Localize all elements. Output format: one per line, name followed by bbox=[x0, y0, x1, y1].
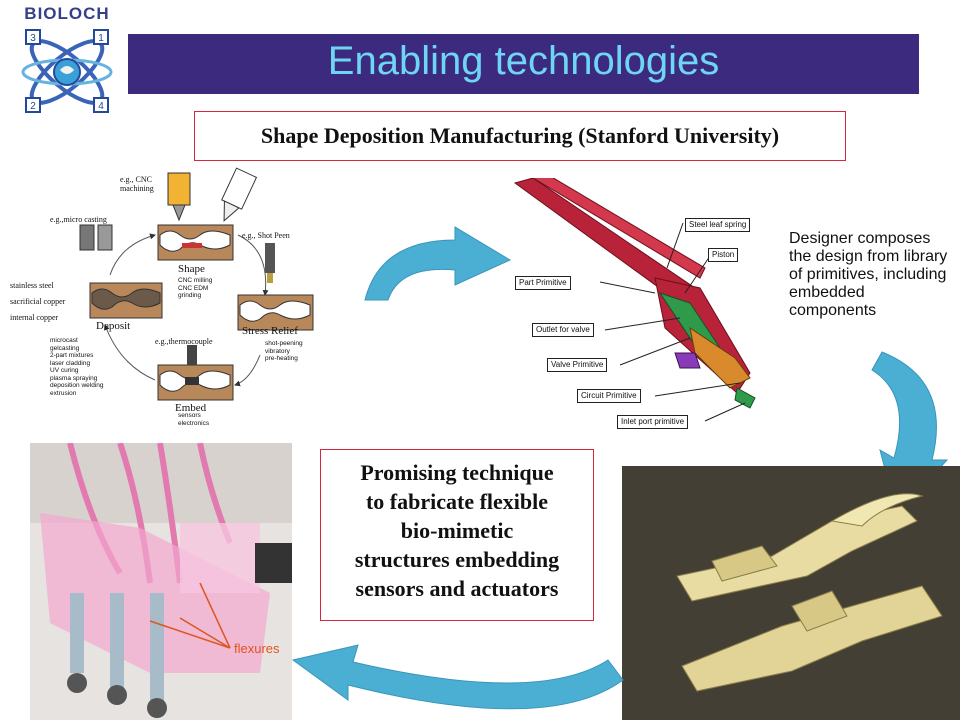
list-item: laser cladding bbox=[50, 359, 91, 367]
deposit-list: microcast gelcasting 2-part mixtures las… bbox=[50, 337, 103, 397]
promise-line: to fabricate flexible bbox=[365, 489, 549, 514]
logo-number-3: 3 bbox=[30, 33, 36, 44]
logo-number-1: 1 bbox=[98, 33, 104, 44]
label-piston: Piston bbox=[708, 248, 739, 262]
page-title: Enabling technologies bbox=[327, 39, 720, 83]
promise-line: sensors and actuators bbox=[355, 576, 559, 601]
callout-shotpeen: e.g., Shot Peen bbox=[242, 231, 290, 240]
material-label: internal copper bbox=[10, 313, 59, 322]
process-diagram-graphic bbox=[79, 167, 314, 401]
subtitle-box: Shape Deposition Manufacturing (Stanford… bbox=[194, 111, 846, 161]
list-item: shot-peening bbox=[265, 340, 303, 347]
claw-photo-graphic bbox=[622, 466, 960, 720]
list-item: grinding bbox=[178, 292, 202, 299]
stage-shape: Shape bbox=[178, 263, 205, 275]
flexures-label: flexures bbox=[234, 641, 280, 656]
list-item: UV curing bbox=[50, 367, 79, 374]
embed-list: sensors electronics bbox=[178, 412, 209, 427]
part-primitive-diagram: Steel leaf spring Piston Part Primitive … bbox=[505, 178, 785, 433]
list-item: CNC EDM bbox=[178, 284, 209, 292]
logo-number-2: 2 bbox=[30, 101, 36, 112]
label-outlet-for-valve: Outlet for valve bbox=[532, 323, 594, 337]
logo-number-4: 4 bbox=[98, 101, 104, 112]
list-item: sensors bbox=[178, 412, 201, 419]
stress-list: shot-peening vibratory pre-heating bbox=[265, 340, 303, 363]
callout-microcasting: e.g.,micro casting bbox=[50, 215, 107, 224]
promise-line: Promising technique bbox=[360, 460, 554, 485]
label-valve-primitive: Valve Primitive bbox=[547, 358, 608, 372]
promise-line: structures embedding bbox=[354, 547, 560, 572]
list-item: vibratory bbox=[265, 347, 290, 355]
shape-list: CNC milling CNC EDM grinding bbox=[178, 277, 212, 300]
label-circuit-primitive: Circuit Primitive bbox=[577, 389, 641, 403]
list-item: electronics bbox=[178, 419, 210, 427]
label-part-primitive: Part Primitive bbox=[515, 276, 571, 290]
sdm-process-diagram: e.g., CNC machining e.g.,micro casting e… bbox=[10, 165, 340, 430]
stage-deposit: Deposit bbox=[96, 320, 131, 332]
list-item: pre-heating bbox=[265, 355, 298, 362]
callout-cnc: e.g., CNC machining bbox=[120, 175, 154, 193]
list-item: microcast bbox=[50, 337, 78, 344]
designer-description: Designer composes the design from librar… bbox=[789, 230, 948, 319]
atom-logo-icon: 1 2 3 4 bbox=[21, 29, 113, 113]
bioloch-logo: BIOLOCH 1 2 3 4 bbox=[8, 4, 126, 116]
promise-box: Promising technique to fabricate flexibl… bbox=[320, 449, 594, 621]
label-inlet-port-primitive: Inlet port primitive bbox=[617, 415, 689, 429]
stage-embed: Embed bbox=[175, 402, 207, 414]
material-label: sacrificial copper bbox=[10, 297, 66, 306]
list-item: 2-part mixtures bbox=[50, 352, 94, 359]
curved-arrow-icon bbox=[291, 644, 624, 710]
robotic-hand-photo: flexures bbox=[30, 443, 292, 720]
promise-line: bio-mimetic bbox=[400, 518, 514, 543]
list-item: deposition welding bbox=[50, 382, 104, 389]
curved-arrow-icon bbox=[364, 226, 512, 301]
material-label: stainless steel bbox=[10, 281, 54, 290]
list-item: gelcasting bbox=[50, 344, 80, 352]
label-steel-leaf-spring: Steel leaf spring bbox=[685, 218, 751, 232]
claw-parts-photo bbox=[622, 466, 960, 720]
stage-stress-relief: Stress Relief bbox=[242, 325, 298, 337]
hand-photo-graphic bbox=[30, 443, 292, 720]
title-bar: Enabling technologies bbox=[128, 34, 919, 94]
callout-thermocouple: e.g.,thermocouple bbox=[155, 337, 213, 346]
list-item: CNC milling bbox=[178, 277, 213, 284]
list-item: extrusion bbox=[50, 389, 77, 397]
logo-text: BIOLOCH bbox=[24, 4, 110, 23]
list-item: plasma spraying bbox=[50, 374, 98, 382]
part-graphic bbox=[513, 178, 756, 422]
